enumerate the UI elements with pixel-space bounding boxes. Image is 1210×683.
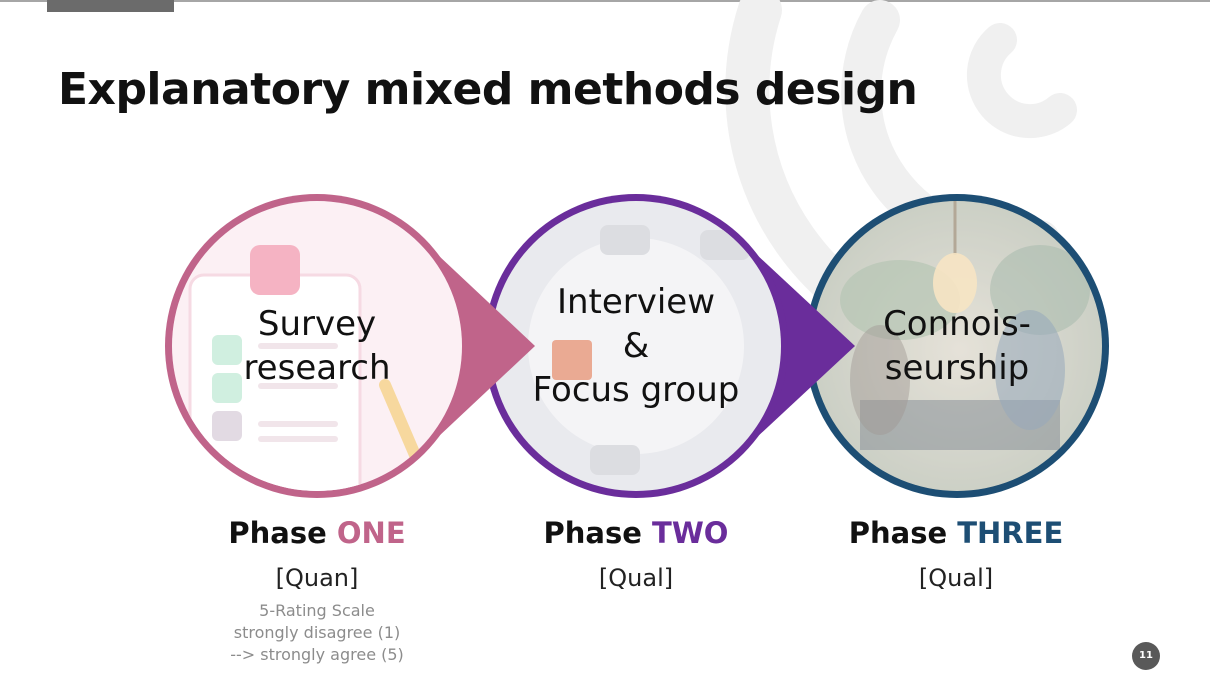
phase-one-note-line-3: --> strongly agree (5) (230, 645, 404, 664)
phase-one-method: [Quan] (275, 564, 359, 592)
phase-two-circle (484, 194, 855, 498)
phase-two-prefix: Phase (543, 516, 642, 550)
phase-two-heading: Phase TWO (526, 516, 746, 550)
phase-one-circle (165, 194, 535, 498)
slide-number-badge: 11 (1132, 642, 1160, 670)
phase-three-heading: Phase THREE (826, 516, 1086, 550)
phase-three-word: THREE (957, 516, 1064, 550)
phase-three-circle-text: Connois- seurship (883, 304, 1031, 388)
phase-one-prefix: Phase (228, 516, 327, 550)
top-accent-bar (47, 0, 174, 12)
phase-two-circle-text: Interview & Focus group (532, 282, 740, 410)
phase-two-method: [Qual] (598, 564, 674, 592)
phase-one-word: ONE (336, 516, 406, 550)
phase-three-prefix: Phase (848, 516, 948, 550)
top-rule (0, 0, 1210, 2)
phase-one-circle-text: Survey research (243, 304, 391, 388)
phase-one-note-line-2: strongly disagree (1) (233, 623, 401, 642)
phase-two-word: TWO (652, 516, 729, 550)
phase-three-circle (805, 194, 1109, 498)
slide-title: Explanatory mixed methods design (58, 64, 918, 115)
phase-three-method: [Qual] (918, 564, 994, 592)
phase-one-heading: Phase ONE (207, 516, 427, 550)
phase-one-note-line-1: 5-Rating Scale (259, 601, 375, 620)
